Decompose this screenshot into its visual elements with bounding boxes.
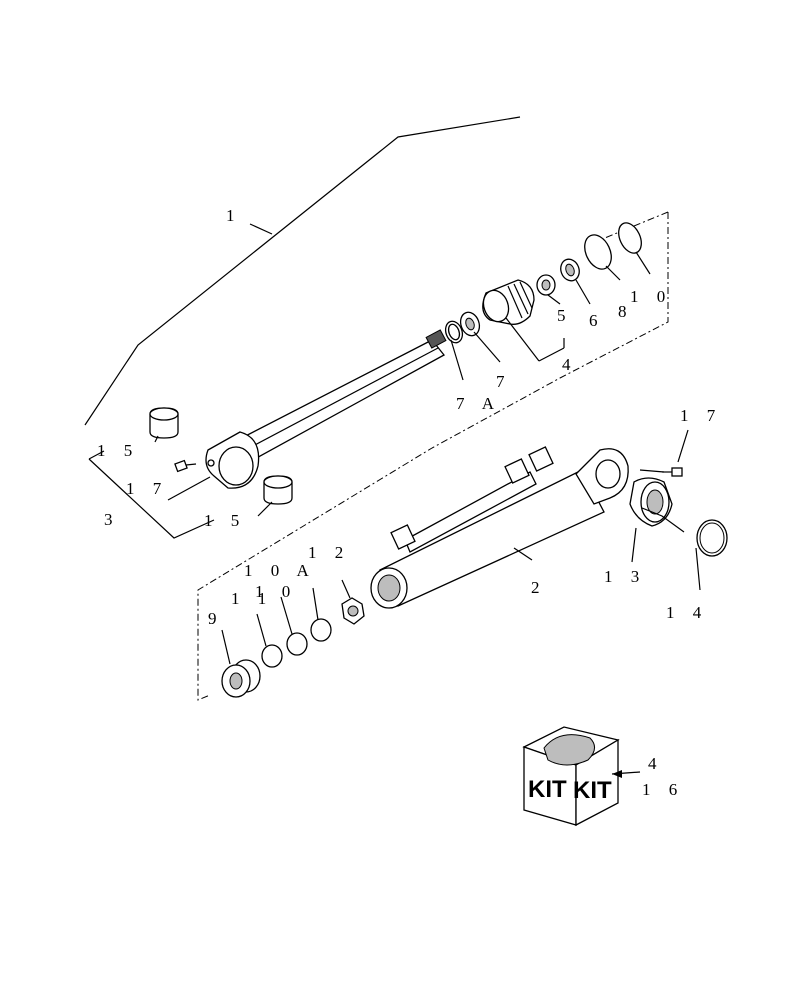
callout-12: 1 2 [308, 543, 350, 562]
cylinder-barrel [370, 446, 629, 609]
callout-6: 6 [589, 311, 605, 330]
callout-17-left: 1 7 [126, 479, 168, 498]
piston-9 [221, 659, 261, 698]
rod-eye [205, 431, 260, 489]
callout-10-top: 1 0 [630, 287, 672, 306]
callout-4-top: 4 [562, 355, 578, 374]
grease-fitting-left [174, 459, 197, 473]
callout-1: 1 [226, 206, 242, 225]
bushing-bottom [263, 475, 293, 505]
seal-6 [560, 258, 580, 282]
callout-7: 7 [496, 372, 512, 391]
boundary-dashdot [197, 212, 669, 701]
o-ring-8 [584, 234, 612, 270]
nut-12 [341, 597, 365, 625]
grease-fitting-right [662, 467, 683, 477]
backup-ring-10-lower [286, 632, 308, 656]
callout-16: 1 6 [642, 780, 684, 799]
bushing-top [149, 407, 179, 439]
gland-4 [482, 279, 535, 325]
callout-3: 3 [104, 510, 120, 529]
callout-8: 8 [618, 302, 634, 321]
bearing-13 [629, 477, 673, 527]
wiper-7 [459, 311, 481, 337]
callout-7a: 7 A [456, 394, 501, 413]
callout-4-kit: 4 [648, 754, 664, 773]
seal-10a [310, 618, 332, 642]
callout-14: 1 4 [666, 603, 708, 622]
kit-label-left: KIT [528, 776, 567, 803]
kit-label-right: KIT [573, 777, 612, 804]
assembly-bracket-line [84, 116, 521, 426]
seal-7a [444, 320, 464, 344]
callout-5: 5 [557, 306, 573, 325]
callout-15-bottom: 1 5 [204, 511, 246, 530]
callout-13: 1 3 [604, 567, 646, 586]
backup-ring-10 [618, 222, 642, 254]
snap-ring-14 [696, 519, 728, 557]
bushing-5 [536, 274, 556, 296]
callout-labels: 1 2 3 4 4 5 6 7 7 A 8 9 1 0 1 0 1 0 A 1 … [97, 206, 722, 799]
leader-lines [88, 223, 701, 665]
callout-9: 9 [208, 609, 224, 628]
callout-2: 2 [531, 578, 547, 597]
o-ring-11 [261, 644, 283, 668]
callout-10a: 1 0 A [244, 561, 316, 580]
callout-17-right: 1 7 [680, 406, 722, 425]
kit-box: KIT KIT [522, 726, 641, 827]
callout-11: 1 1 [231, 589, 273, 608]
piston-rod [227, 329, 447, 467]
callout-15-top: 1 5 [97, 441, 139, 460]
callout-10-bottom: 1 0 [255, 582, 297, 601]
